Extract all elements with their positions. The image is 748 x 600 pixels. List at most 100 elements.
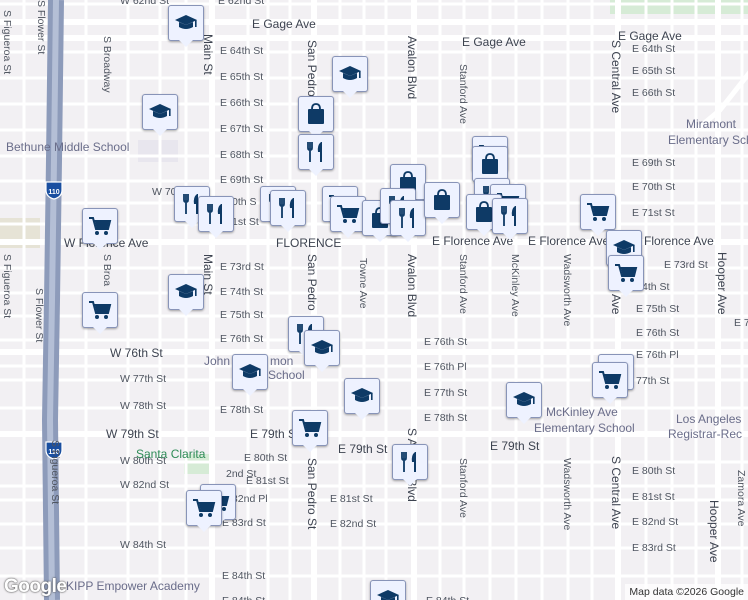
- school-icon: [149, 104, 171, 118]
- map-label-e-75th-1: E 75th St: [220, 309, 264, 321]
- grocery-icon: [587, 203, 610, 221]
- map-label-santa-clarita: Santa Clarita: [136, 447, 206, 461]
- school-marker[interactable]: [304, 330, 340, 374]
- map-label-e-77th-2: 77th St: [636, 375, 670, 387]
- map-label-e-78th-2: E 78th St: [424, 412, 468, 424]
- restaurant-marker[interactable]: [270, 190, 306, 234]
- restaurant-icon: [501, 206, 516, 226]
- grocery-marker[interactable]: [82, 292, 118, 336]
- map-label-e-78th-1: E 78th St: [220, 404, 264, 416]
- map-label-wadsworth-1: Wadsworth Ave: [561, 254, 573, 327]
- map-label-s-figueroa-3: S Figueroa St: [49, 440, 61, 505]
- map-label-w-82nd: W 82nd St: [120, 479, 170, 491]
- grocery-icon: [89, 217, 112, 235]
- map-label-w-79th: W 79th St: [106, 427, 159, 441]
- map-label-e-62nd: E 62nd St: [218, 0, 265, 7]
- map-label-e-65th-2: E 65th St: [632, 65, 676, 77]
- restaurant-marker[interactable]: [492, 198, 528, 242]
- map-label-e-74th-1: E 74th St: [220, 286, 264, 298]
- school-marker[interactable]: [370, 580, 406, 600]
- map-label-stanford-1: Stanford Ave: [457, 64, 469, 124]
- map-label-e-79th-3: E 79th St: [490, 439, 540, 453]
- restaurant-marker[interactable]: [298, 134, 334, 178]
- restaurant-icon: [399, 208, 414, 228]
- map-label-john-mu-1: John: [204, 354, 231, 368]
- grocery-marker[interactable]: [330, 196, 366, 240]
- map-label-e-84th-b: E 84th St: [222, 596, 265, 600]
- map-label-e-80th-1: E 80th St: [244, 452, 288, 464]
- map-label-e-79th-1: E 79th St: [250, 427, 300, 441]
- school-icon: [613, 240, 635, 254]
- map-label-e-florence-3: Florence Ave: [644, 234, 714, 248]
- shopping-marker[interactable]: [472, 146, 508, 190]
- svg-text:110: 110: [48, 449, 59, 456]
- grocery-marker[interactable]: [580, 194, 616, 238]
- grocery-icon: [599, 371, 622, 389]
- map-label-e-76th-3: E 76th St: [636, 327, 680, 339]
- map-label-e-69th-1: E 69th St: [220, 174, 264, 186]
- map-label-mckinley-elem-1: McKinley Ave: [546, 405, 618, 419]
- school-icon: [351, 388, 373, 402]
- school-marker[interactable]: [168, 274, 204, 318]
- school-marker[interactable]: [168, 5, 204, 49]
- map-label-avalon-1: Avalon Blvd: [405, 36, 419, 100]
- shopping-marker[interactable]: [424, 182, 460, 226]
- map-label-e-69th-2: E 69th St: [632, 157, 676, 169]
- map-label-w-70th: W 70: [152, 186, 177, 198]
- map-label-e-68th: E 68th St: [220, 149, 264, 161]
- restaurant-icon: [279, 198, 294, 218]
- map-label-e-81st-1: E 81st St: [246, 475, 289, 487]
- map-label-e-79th-2: E 79th St: [338, 442, 388, 456]
- school-icon: [239, 364, 261, 378]
- school-marker[interactable]: [232, 354, 268, 398]
- school-marker[interactable]: [344, 378, 380, 422]
- school-marker[interactable]: [332, 56, 368, 100]
- map-label-e-76th-pl-1: E 76th Pl: [424, 361, 467, 373]
- grocery-icon: [299, 419, 322, 437]
- map-label-e-74th-2: 4th St: [642, 281, 670, 293]
- map-label-bethune: Bethune Middle School: [6, 140, 130, 154]
- map-label-florence: FLORENCE: [276, 236, 342, 250]
- grocery-marker[interactable]: [592, 362, 628, 406]
- map-label-e-81st-2: E 81st St: [330, 493, 373, 505]
- map-label-s-flower-2: S Flower St: [33, 288, 45, 343]
- map-attribution[interactable]: Map data ©2026 Google: [625, 584, 748, 600]
- school-marker[interactable]: [506, 382, 542, 426]
- restaurant-marker[interactable]: [392, 444, 428, 488]
- school-icon: [311, 340, 333, 354]
- school-icon: [513, 392, 535, 406]
- map-label-stanford-2: Stanford Ave: [457, 254, 469, 314]
- school-marker[interactable]: [142, 94, 178, 138]
- map-label-e-7-right: E 7: [734, 317, 748, 329]
- shopping-icon: [482, 153, 498, 174]
- grocery-marker[interactable]: [186, 490, 222, 534]
- map-label-avalon-2: Avalon Blvd: [405, 254, 419, 318]
- map-label-e-66th-2: E 66th St: [632, 87, 676, 99]
- map-label-zamora: Zamora Ave: [735, 470, 747, 527]
- map-label-s-broadway-1: S Broadway: [101, 36, 113, 93]
- grocery-marker[interactable]: [82, 208, 118, 252]
- map-label-mckinley-elem-2: Elementary School: [534, 421, 635, 435]
- map-label-e-64th-2: E 64th St: [632, 43, 676, 55]
- google-logo: Google: [4, 576, 67, 597]
- map-label-w-76th: W 76th St: [110, 346, 163, 360]
- map-label-john-mu-3: School: [268, 368, 305, 382]
- restaurant-marker[interactable]: [390, 200, 426, 244]
- map-label-s-figueroa-1: S Figueroa St: [1, 10, 13, 75]
- map-label-la-registrar-2: Registrar-Rec: [668, 427, 743, 441]
- map-label-e-82nd-pl: E 82nd Pl: [222, 493, 268, 505]
- grocery-marker[interactable]: [292, 410, 328, 454]
- map-label-s-central-1: S Central Ave: [609, 40, 623, 114]
- map-label-e-67th: E 67th St: [220, 123, 264, 135]
- map-label-w-84th: W 84th St: [120, 539, 167, 551]
- restaurant-icon: [401, 452, 416, 472]
- map-label-e-73rd-2: E 73rd St: [664, 259, 708, 271]
- map-label-mckinley: McKinley Ave: [509, 254, 521, 317]
- restaurant-marker[interactable]: [198, 196, 234, 240]
- grocery-icon: [337, 205, 360, 223]
- school-icon: [175, 284, 197, 298]
- map-label-miramonte-2: Elementary Schoo: [668, 133, 748, 147]
- grocery-marker[interactable]: [608, 255, 644, 299]
